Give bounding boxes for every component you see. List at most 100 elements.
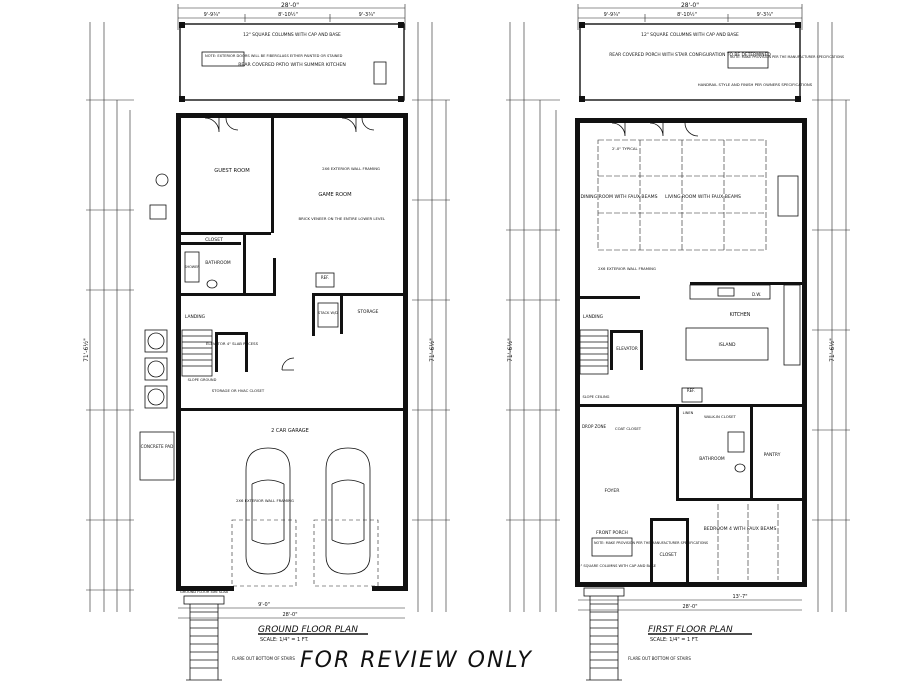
gf-grill [373, 61, 387, 85]
first-floor-plan: 28'-0" 9'-9¾" 8'-10½" 9'-3¾" 71'-6½" 71'… [506, 2, 850, 681]
gf-ref-label: REF. [321, 275, 329, 280]
ff-linen-label: LINEN [683, 411, 694, 415]
ff-fireplace [777, 175, 799, 217]
ff-faux-beams-grid [597, 139, 767, 251]
ff-drop-label: DROP ZONE [582, 424, 607, 429]
gf-flare-note: FLARE OUT BOTTOM OF STAIRS [232, 656, 295, 661]
ff-side-counter [783, 284, 801, 366]
ff-bottom-dim: 13'-7" [732, 594, 747, 600]
ff-overall-depth-right: 71'-6½" [829, 338, 836, 362]
ff-kitchen-label: KITCHEN [730, 312, 751, 318]
ff-title: FIRST FLOOR PLAN [648, 625, 733, 635]
gf-stairs-note: GROUND FLOOR 4X6 SLAB [180, 590, 229, 594]
ff-pantry-label: PANTRY [764, 452, 781, 458]
ff-bottom-overall: 28'-0" [682, 604, 697, 610]
gf-patio-note-box [201, 51, 245, 67]
gf-patio-note: NOTE: EXTERIOR DOORS WILL BE FIBERGLASS … [205, 54, 343, 58]
gf-columns-note: 12" SQUARE COLUMNS WITH CAP AND BASE [243, 32, 341, 38]
ff-front-note-box [591, 537, 633, 557]
gf-elevator-label: ELEVATOR 4" SLAB RECESS [206, 341, 259, 346]
gf-shower-label: SHOWER [184, 265, 200, 269]
gf-patio-label: REAR COVERED PATIO WITH SUMMER KITCHEN [238, 62, 346, 68]
car-icon [245, 447, 291, 575]
gf-landing-label: LANDING [185, 314, 206, 320]
car-icon [325, 447, 371, 575]
ff-top-dim-3: 9'-3¾" [757, 12, 774, 18]
gf-fridge [315, 272, 335, 288]
ff-closet-label: CLOSET [659, 552, 676, 558]
ff-dw-label: D.W. [752, 292, 761, 297]
gf-bathroom-label: BATHROOM [205, 260, 231, 266]
ff-overall-depth-left: 71'-6½" [507, 338, 514, 362]
gf-storage-label: STORAGE [358, 309, 379, 315]
ff-dining-label: DINING ROOM WITH FAUX BEAMS [580, 194, 657, 200]
gf-scale: SCALE: 1/4" = 1 FT. [260, 637, 309, 643]
ff-top-dim-1: 9'-9¾" [604, 12, 621, 18]
ff-top-dim-2: 8'-10½" [677, 11, 697, 18]
gf-slope-label: SLOPE GROUND [188, 378, 217, 382]
gf-top-dim-3: 9'-3¾" [359, 12, 376, 18]
ground-floor-plan: 28'-0" 9'-9¾" 8'-10½" 9'-3¾" 71'-6½" 71'… [83, 2, 450, 681]
ff-living-label: LIVING ROOM WITH FAUX BEAMS [665, 194, 741, 200]
gf-stack-label: STACK W/D [318, 311, 338, 315]
ff-porch-note: NOTE: MAKE PROVISION PER THE MANUFACTURE… [730, 55, 844, 59]
gf-stair [181, 329, 213, 377]
ff-stair [579, 329, 609, 375]
ff-shower [727, 431, 745, 453]
ff-walkin-label: WALK-IN CLOSET [704, 414, 736, 419]
ff-landing-label: LANDING [583, 314, 604, 320]
ff-front-stairs [583, 587, 625, 681]
ff-bathroom-label: BATHROOM [699, 456, 725, 462]
ff-island [685, 327, 769, 361]
ff-bedroom-label: BEDROOM 4 WITH FAUX BEAMS [704, 526, 777, 532]
ff-flare-note: FLARE OUT BOTTOM OF STAIRS [628, 656, 691, 661]
gf-garage-framing-note: 2X6 EXTERIOR WALL FRAMING [236, 498, 294, 503]
ff-ref-label: REF. [687, 388, 695, 393]
ff-sink [717, 287, 735, 297]
ff-elevator-label: ELEVATOR [616, 346, 638, 351]
gf-title: GROUND FLOOR PLAN [258, 625, 358, 635]
ff-kitchen-counter [689, 284, 771, 300]
gf-wall-framing-note: 2X6 EXTERIOR WALL FRAMING [322, 166, 380, 171]
gf-front-stairs [183, 595, 225, 681]
ff-front-columns-note: 12" SQUARE COLUMNS WITH CAP AND BASE [576, 564, 657, 568]
gf-game-room-label: GAME ROOM [318, 192, 351, 198]
ff-columns-note: 12" SQUARE COLUMNS WITH CAP AND BASE [641, 32, 739, 38]
ff-island-label: ISLAND [718, 342, 736, 348]
ff-front-porch-label: FRONT PORCH [596, 530, 628, 536]
review-stamp: FOR REVIEW ONLY [300, 648, 533, 673]
ff-front-note: NOTE: MAKE PROVISION PER THE MANUFACTURE… [594, 541, 708, 545]
ff-overall-width: 28'-0" [681, 2, 699, 9]
gf-top-dim-2: 8'-10½" [278, 11, 298, 18]
gf-bottom-dim: 9'-0" [258, 602, 270, 608]
gf-overall-width: 28'-0" [281, 2, 299, 9]
gf-garage-label: 2 CAR GARAGE [271, 428, 309, 434]
ff-wall-framing-note: 2X6 EXTERIOR WALL FRAMING [598, 266, 656, 271]
gf-shower [184, 251, 200, 283]
ff-toilet [734, 463, 746, 473]
ff-coat-label: COAT CLOSET [615, 426, 642, 431]
gf-brick-note: BRICK VENEER ON THE ENTIRE LOWER LEVEL [298, 216, 385, 221]
gf-storage-hvac-label: STORAGE OR HVAC CLOSET [212, 388, 265, 393]
ff-bedroom-faux-beams [717, 504, 779, 580]
ac-unit-icons [144, 173, 169, 409]
ff-typical-note: 2'-0" TYPICAL [612, 146, 638, 151]
gf-overall-depth-right: 71'-6½" [429, 338, 436, 362]
gf-stack-wd [317, 302, 339, 328]
ff-porch-note-box [727, 51, 769, 69]
gf-guest-room-label: GUEST ROOM [214, 168, 249, 174]
gf-bottom-overall: 28'-0" [282, 612, 297, 618]
gf-overall-depth-left: 71'-6½" [83, 338, 90, 362]
gf-concrete-label: CONCRETE PAD [141, 444, 174, 449]
gf-concrete-pad [139, 431, 175, 481]
ff-foyer-label: FOYER [605, 488, 621, 494]
ff-scale: SCALE: 1/4" = 1 FT. [650, 637, 699, 643]
ff-porch-label: REAR COVERED PORCH WITH STAIR CONFIGURAT… [609, 52, 771, 58]
gf-toilet [206, 279, 218, 289]
ff-fridge [681, 387, 703, 403]
gf-closet-label: CLOSET [205, 237, 223, 243]
ff-handrail-note: HANDRAIL STYLE AND FINISH PER OWNERS SPE… [698, 82, 813, 87]
ff-slope-label: SLOPE CEILING [583, 395, 610, 399]
